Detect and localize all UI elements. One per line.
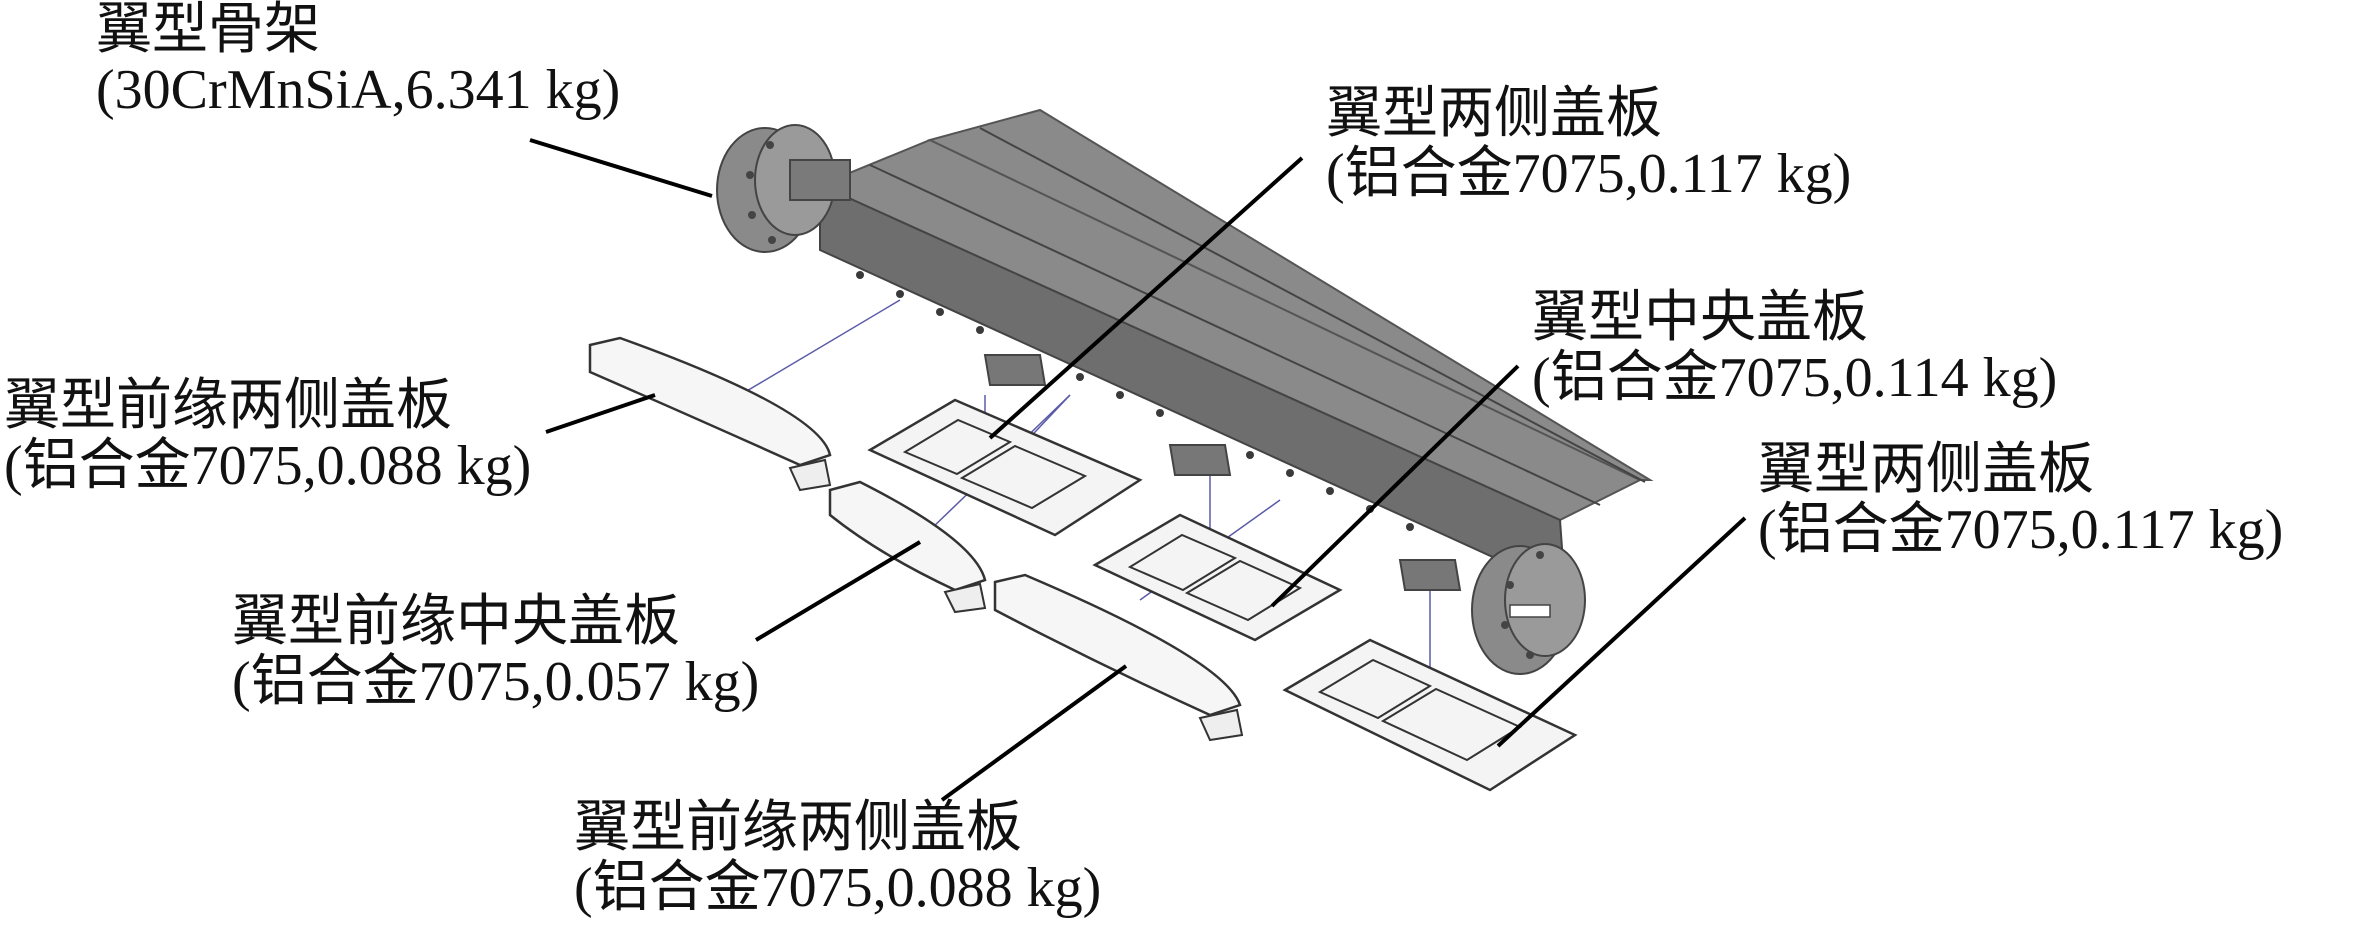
- callout-name: 翼型两侧盖板: [1326, 81, 1662, 146]
- callout-name: 翼型中央盖板: [1532, 285, 1868, 350]
- leading-edge-cover-left: [588, 336, 832, 492]
- callout-leading-edge-center: 翼型前缘中央盖板 (铝合金7075,0.057 kg): [232, 589, 760, 714]
- callout-spec: (铝合金7075,0.117 kg): [1758, 499, 2284, 562]
- side-cover-panel-2: [1282, 638, 1578, 792]
- callout-spec: (铝合金7075,0.088 kg): [4, 435, 532, 498]
- callout-spec: (铝合金7075,0.088 kg): [574, 857, 1102, 920]
- side-cover-panel-1: [867, 398, 1143, 537]
- callout-name: 翼型骨架: [96, 0, 320, 62]
- leading-edge-cover-center: [828, 480, 987, 614]
- callout-spec: (铝合金7075,0.117 kg): [1326, 143, 1852, 206]
- callout-leading-edge-side-bottom: 翼型前缘两侧盖板 (铝合金7075,0.088 kg): [574, 795, 1102, 920]
- callout-spec: (铝合金7075,0.057 kg): [232, 651, 760, 714]
- callout-spec: (30CrMnSiA,6.341 kg): [96, 59, 621, 122]
- callout-name: 翼型前缘两侧盖板: [574, 795, 1022, 860]
- callout-center-cover: 翼型中央盖板 (铝合金7075,0.114 kg): [1532, 285, 2058, 410]
- left-flange: [716, 124, 851, 253]
- callout-name: 翼型前缘两侧盖板: [4, 373, 452, 438]
- callout-name: 翼型前缘中央盖板: [232, 589, 680, 654]
- center-cover-panel: [1092, 513, 1343, 642]
- callout-side-cover-lower: 翼型两侧盖板 (铝合金7075,0.117 kg): [1758, 437, 2284, 562]
- callout-airfoil-frame: 翼型骨架 (30CrMnSiA,6.341 kg): [96, 0, 620, 121]
- leading-edge-cover-bottom: [993, 573, 1244, 742]
- callout-leading-edge-side-left: 翼型前缘两侧盖板 (铝合金7075,0.088 kg): [4, 373, 532, 498]
- callout-side-cover-upper: 翼型两侧盖板 (铝合金7075,0.117 kg): [1326, 81, 1852, 206]
- leader-lines: [529, 138, 1747, 802]
- right-flange: [1471, 543, 1586, 675]
- callout-spec: (铝合金7075,0.114 kg): [1532, 347, 2058, 410]
- callout-name: 翼型两侧盖板: [1758, 437, 2094, 502]
